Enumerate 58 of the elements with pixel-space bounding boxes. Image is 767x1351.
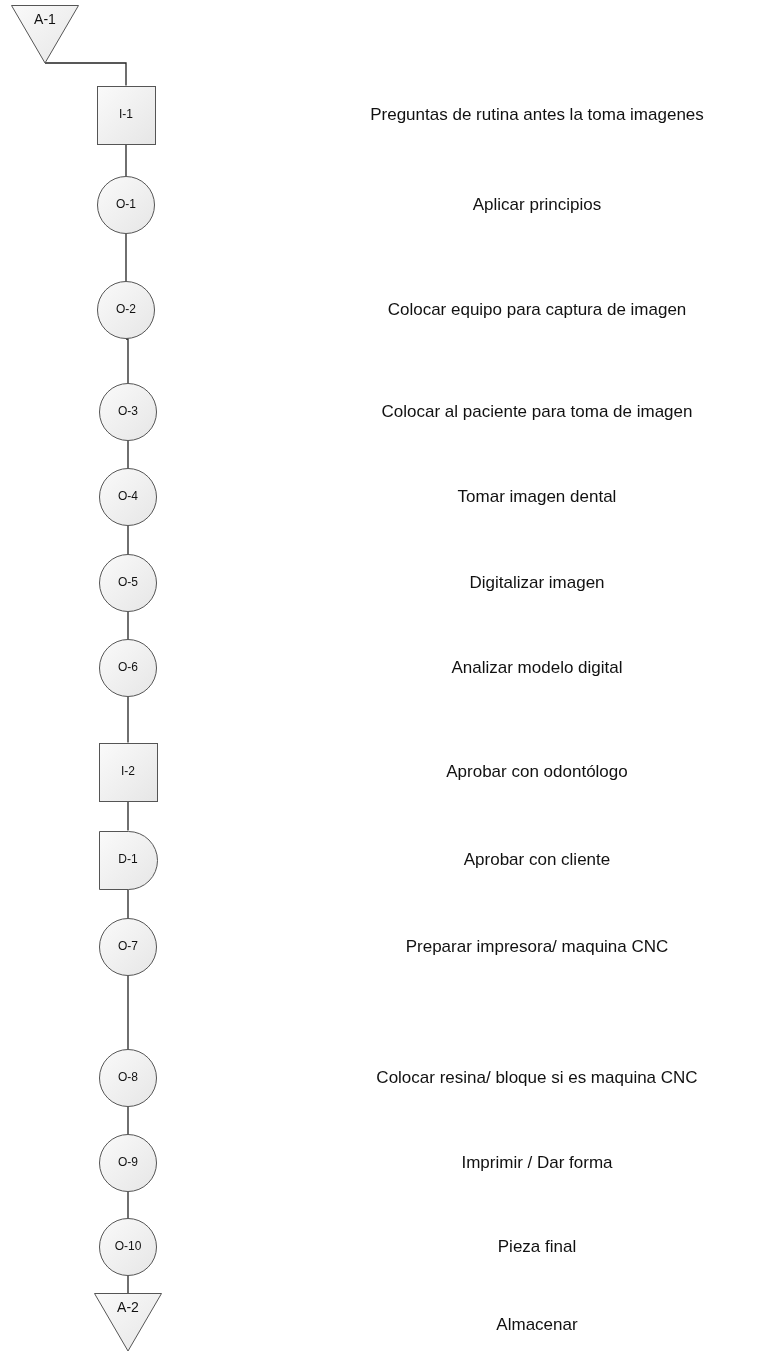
step-description: Aprobar con cliente xyxy=(462,850,612,870)
connector-line xyxy=(127,888,129,919)
operation-circle xyxy=(97,281,155,339)
step-description: Imprimir / Dar forma xyxy=(460,1153,614,1173)
connector-line xyxy=(127,975,129,1050)
connector-line xyxy=(125,233,127,282)
operation-circle xyxy=(99,554,157,612)
operation-circle xyxy=(99,1218,157,1276)
symbol-code: O-3 xyxy=(117,404,139,418)
connector-line xyxy=(127,1191,129,1219)
operation-circle xyxy=(99,918,157,976)
storage-triangle xyxy=(11,5,79,63)
symbol-code: I-1 xyxy=(118,107,134,121)
symbol-code: O-10 xyxy=(113,1239,143,1253)
operation-circle xyxy=(97,176,155,234)
connector-line xyxy=(127,1275,129,1294)
step-description: Colocar equipo para captura de imagen xyxy=(386,300,688,320)
symbol-code: O-2 xyxy=(115,302,137,316)
step-description: Almacenar xyxy=(495,1315,579,1335)
connector-line xyxy=(127,1106,129,1135)
delay-symbol xyxy=(98,830,158,890)
inspection-square xyxy=(96,85,156,145)
step-description: Pieza final xyxy=(496,1237,578,1257)
connector-line xyxy=(127,611,129,640)
connector-line xyxy=(127,525,129,555)
step-description: Preparar impresora/ maquina CNC xyxy=(404,937,670,957)
step-description: Aprobar con odontólogo xyxy=(445,762,629,782)
symbol-code: O-1 xyxy=(115,197,137,211)
inspection-square xyxy=(98,742,158,802)
connector-line xyxy=(127,800,129,832)
symbol-code: O-7 xyxy=(117,939,139,953)
symbol-code: A-1 xyxy=(33,10,57,27)
symbol-code: O-6 xyxy=(117,660,139,674)
step-description: Tomar imagen dental xyxy=(456,487,618,507)
connector-line xyxy=(44,62,127,87)
step-description: Preguntas de rutina antes la toma imagenes xyxy=(369,105,705,125)
symbol-code: I-2 xyxy=(120,764,136,778)
symbol-code: O-5 xyxy=(117,575,139,589)
storage-triangle xyxy=(94,1293,162,1351)
step-description: Analizar modelo digital xyxy=(450,658,624,678)
connector-line xyxy=(125,338,129,384)
step-description: Colocar resina/ bloque si es maquina CNC xyxy=(375,1068,699,1088)
operation-circle xyxy=(99,468,157,526)
symbol-code: D-1 xyxy=(117,852,139,866)
connector-line xyxy=(127,440,129,469)
operation-circle xyxy=(99,383,157,441)
symbol-code: O-4 xyxy=(117,489,139,503)
symbol-code: O-8 xyxy=(117,1070,139,1084)
operation-circle xyxy=(99,1134,157,1192)
symbol-code: A-2 xyxy=(116,1298,140,1315)
step-description: Digitalizar imagen xyxy=(468,573,606,593)
symbol-code: O-9 xyxy=(117,1155,139,1169)
connector-line xyxy=(125,143,127,177)
operation-circle xyxy=(99,1049,157,1107)
step-description: Colocar al paciente para toma de imagen xyxy=(380,402,694,422)
operation-circle xyxy=(99,639,157,697)
step-description: Aplicar principios xyxy=(471,195,603,215)
connector-line xyxy=(127,696,129,744)
